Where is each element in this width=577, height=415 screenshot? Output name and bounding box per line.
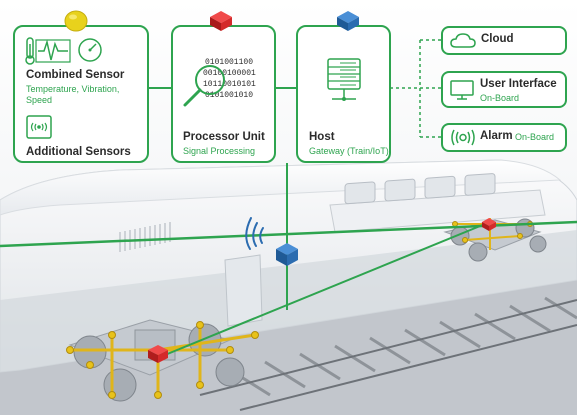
alarm-label: Alarm xyxy=(480,130,513,142)
rail-right xyxy=(239,324,577,411)
cloud-label: Cloud xyxy=(481,33,514,45)
processor-title: Processor Unit xyxy=(183,131,265,143)
sensor-nodes-front xyxy=(66,321,259,399)
rail-left xyxy=(199,299,577,396)
sensor-cube-icon xyxy=(64,10,88,32)
magnifier-icon xyxy=(183,65,225,107)
combined-sensor-detail-1: Temperature, Vibration, xyxy=(26,84,120,94)
user-interface-label: User Interface xyxy=(480,78,557,90)
combined-sensor-detail-2: Speed xyxy=(26,95,53,105)
host-subtitle: Gateway (Train/IoT) xyxy=(309,146,389,156)
user-interface-box xyxy=(441,71,567,108)
binary-line-3: 10110010101 xyxy=(203,80,256,89)
train-roof xyxy=(0,159,562,216)
user-interface-sub: On-Board xyxy=(480,93,520,103)
combined-sensor-icon xyxy=(25,37,102,65)
wifi-icon xyxy=(245,217,264,250)
binary-line-2: 00100100001 xyxy=(203,69,256,78)
binary-line-4: 0101001010 xyxy=(205,91,254,100)
host-title: Host xyxy=(309,131,335,143)
bogie-front-sensors xyxy=(70,325,256,395)
train-door xyxy=(224,254,263,327)
combined-sensor-title: Combined Sensor xyxy=(26,69,125,81)
binary-line-1: 0101001100 xyxy=(205,58,254,67)
server-icon xyxy=(327,58,361,101)
data-line-bogies xyxy=(159,223,486,358)
processor-chip-rear xyxy=(482,218,496,231)
connector-host-outputs xyxy=(390,39,442,138)
alarm-icon xyxy=(451,129,475,146)
host-cube-train xyxy=(276,243,298,266)
alarm-sub: On-Board xyxy=(515,132,555,142)
rail-sleepers xyxy=(229,296,577,397)
processor-cube-icon xyxy=(210,11,232,31)
additional-sensor-icon xyxy=(26,115,52,139)
host-cube-icon xyxy=(337,11,359,31)
processor-subtitle: Signal Processing xyxy=(183,146,256,156)
monitor-icon xyxy=(450,80,474,100)
alarm-box xyxy=(441,123,567,152)
windows xyxy=(344,173,496,205)
cloud-box xyxy=(441,26,567,55)
additional-sensors-title: Additional Sensors xyxy=(26,146,131,158)
processor-chip-front xyxy=(148,345,168,363)
cloud-icon xyxy=(450,33,476,48)
